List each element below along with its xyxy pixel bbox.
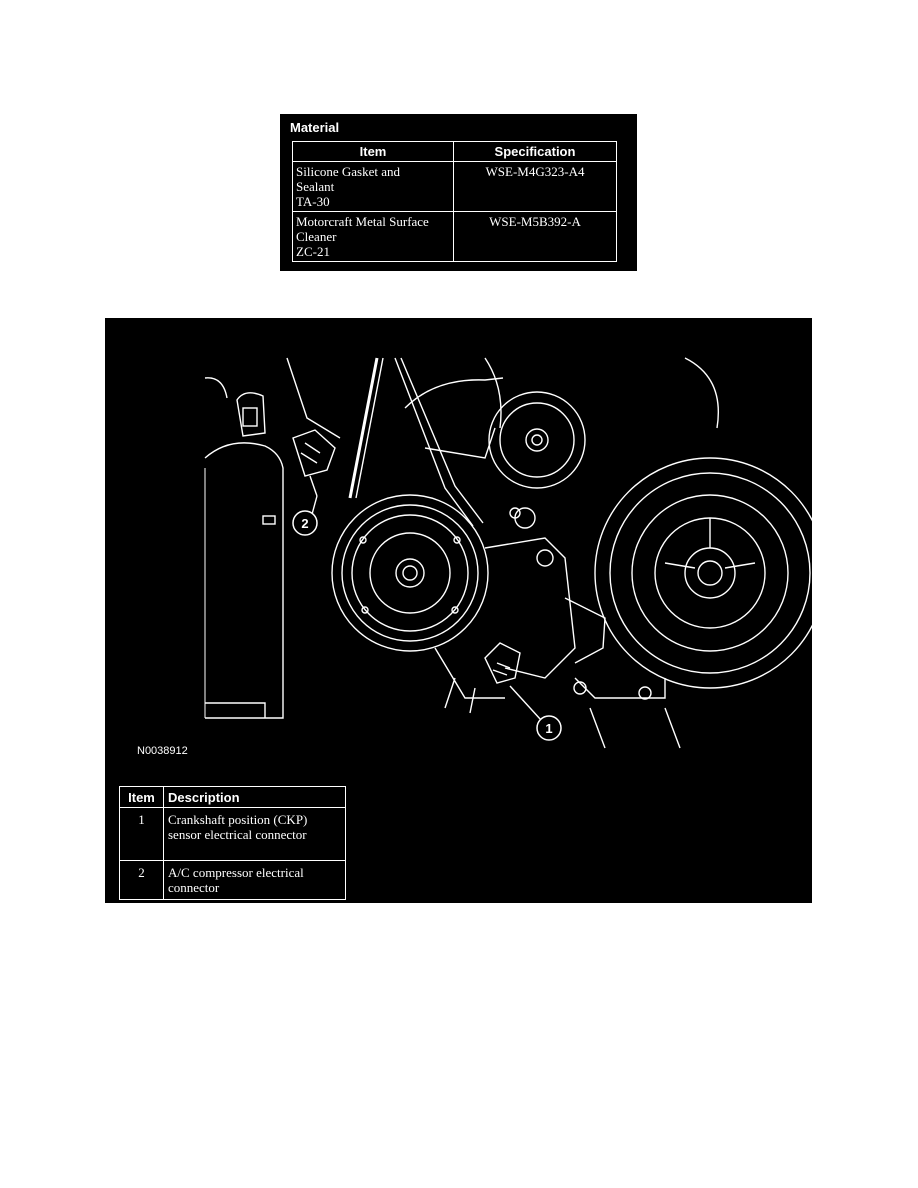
material-title: Material	[290, 120, 340, 135]
material-item-line: Silicone Gasket and	[296, 164, 400, 179]
material-item-line: TA-30	[296, 194, 330, 209]
material-item-line: Sealant	[296, 179, 335, 194]
material-item-line: Motorcraft Metal Surface	[296, 214, 429, 229]
material-item-cell: Motorcraft Metal Surface Cleaner ZC-21	[292, 211, 454, 262]
svg-text:2: 2	[301, 516, 308, 531]
legend-item-number: 1	[119, 807, 164, 861]
engine-figure-panel: 2 1 N0038912 Item Description 1 Cranksha…	[105, 318, 812, 903]
engine-illustration: 2 1	[204, 357, 812, 749]
legend-header-item: Item	[119, 786, 164, 808]
legend-description-line: sensor electrical connector	[168, 827, 307, 842]
legend-description-line: connector	[168, 880, 220, 895]
material-panel: Material Item Specification Silicone Gas…	[280, 114, 637, 271]
material-item-line: Cleaner	[296, 229, 337, 244]
legend-header-description: Description	[163, 786, 346, 808]
legend-header-row: Item Description	[119, 786, 346, 808]
material-header-row: Item Specification	[292, 141, 617, 162]
material-spec-cell: WSE-M4G323-A4	[453, 161, 617, 212]
table-row: Motorcraft Metal Surface Cleaner ZC-21 W…	[292, 211, 617, 262]
material-spec-cell: WSE-M5B392-A	[453, 211, 617, 262]
callout-1: 1	[536, 715, 562, 741]
legend-description: Crankshaft position (CKP) sensor electri…	[163, 807, 346, 861]
material-item-cell: Silicone Gasket and Sealant TA-30	[292, 161, 454, 212]
table-row: Silicone Gasket and Sealant TA-30 WSE-M4…	[292, 161, 617, 212]
legend-item-number: 2	[119, 860, 164, 900]
material-header-specification: Specification	[453, 141, 617, 162]
legend-description: A/C compressor electrical connector	[163, 860, 346, 900]
table-row: 2 A/C compressor electrical connector	[119, 860, 346, 900]
material-item-line: ZC-21	[296, 244, 330, 259]
material-header-item: Item	[292, 141, 454, 162]
callout-2: 2	[292, 510, 318, 536]
legend-table: Item Description 1 Crankshaft position (…	[119, 786, 346, 900]
legend-description-line: Crankshaft position (CKP)	[168, 812, 308, 827]
legend-description-line: A/C compressor electrical	[168, 865, 304, 880]
material-table: Item Specification Silicone Gasket and S…	[292, 141, 617, 262]
figure-id-label: N0038912	[137, 745, 188, 757]
svg-text:1: 1	[545, 721, 552, 736]
table-row: 1 Crankshaft position (CKP) sensor elect…	[119, 807, 346, 861]
